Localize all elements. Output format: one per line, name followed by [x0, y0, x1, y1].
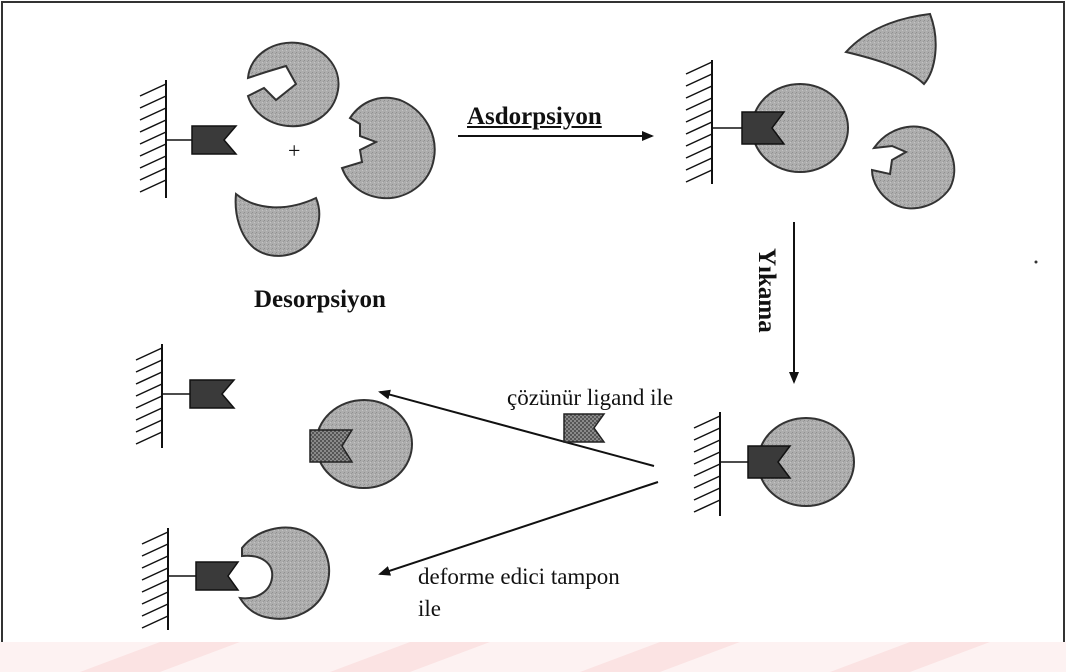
ligand-bottom-left: [196, 562, 238, 590]
denaturing-buffer-label-line1: deforme edici tampon: [418, 564, 620, 590]
soluble-ligand-label: çözünür ligand ile: [507, 385, 673, 411]
protein-notched-right-2: [872, 127, 954, 209]
support-left-middle: [136, 344, 190, 448]
plus-sign: +: [288, 138, 300, 163]
support-top-right: [686, 60, 742, 184]
ligand-top-left: [192, 126, 236, 154]
protein-notched-top: [248, 43, 339, 127]
denaturing-buffer-label-line2: ile: [418, 596, 441, 622]
ligand-left-middle: [190, 380, 234, 408]
protein-notched-right: [342, 98, 435, 198]
watermark-band: [0, 642, 1066, 672]
support-top-left: [140, 80, 192, 198]
washing-label: Yıkama: [752, 248, 780, 333]
protein-crescent-bottom: [236, 194, 320, 256]
free-ligand: [564, 414, 604, 442]
desorption-label: Desorpsiyon: [254, 286, 386, 314]
stray-dot: [1035, 261, 1038, 264]
protein-crescent-top-right: [846, 14, 936, 84]
support-middle-right: [694, 412, 748, 516]
protein-denatured: [240, 528, 329, 619]
adsorption-label: Asdorpsiyon: [467, 103, 602, 131]
denaturing-buffer-arrow: [380, 482, 658, 574]
support-bottom-left: [142, 528, 196, 630]
